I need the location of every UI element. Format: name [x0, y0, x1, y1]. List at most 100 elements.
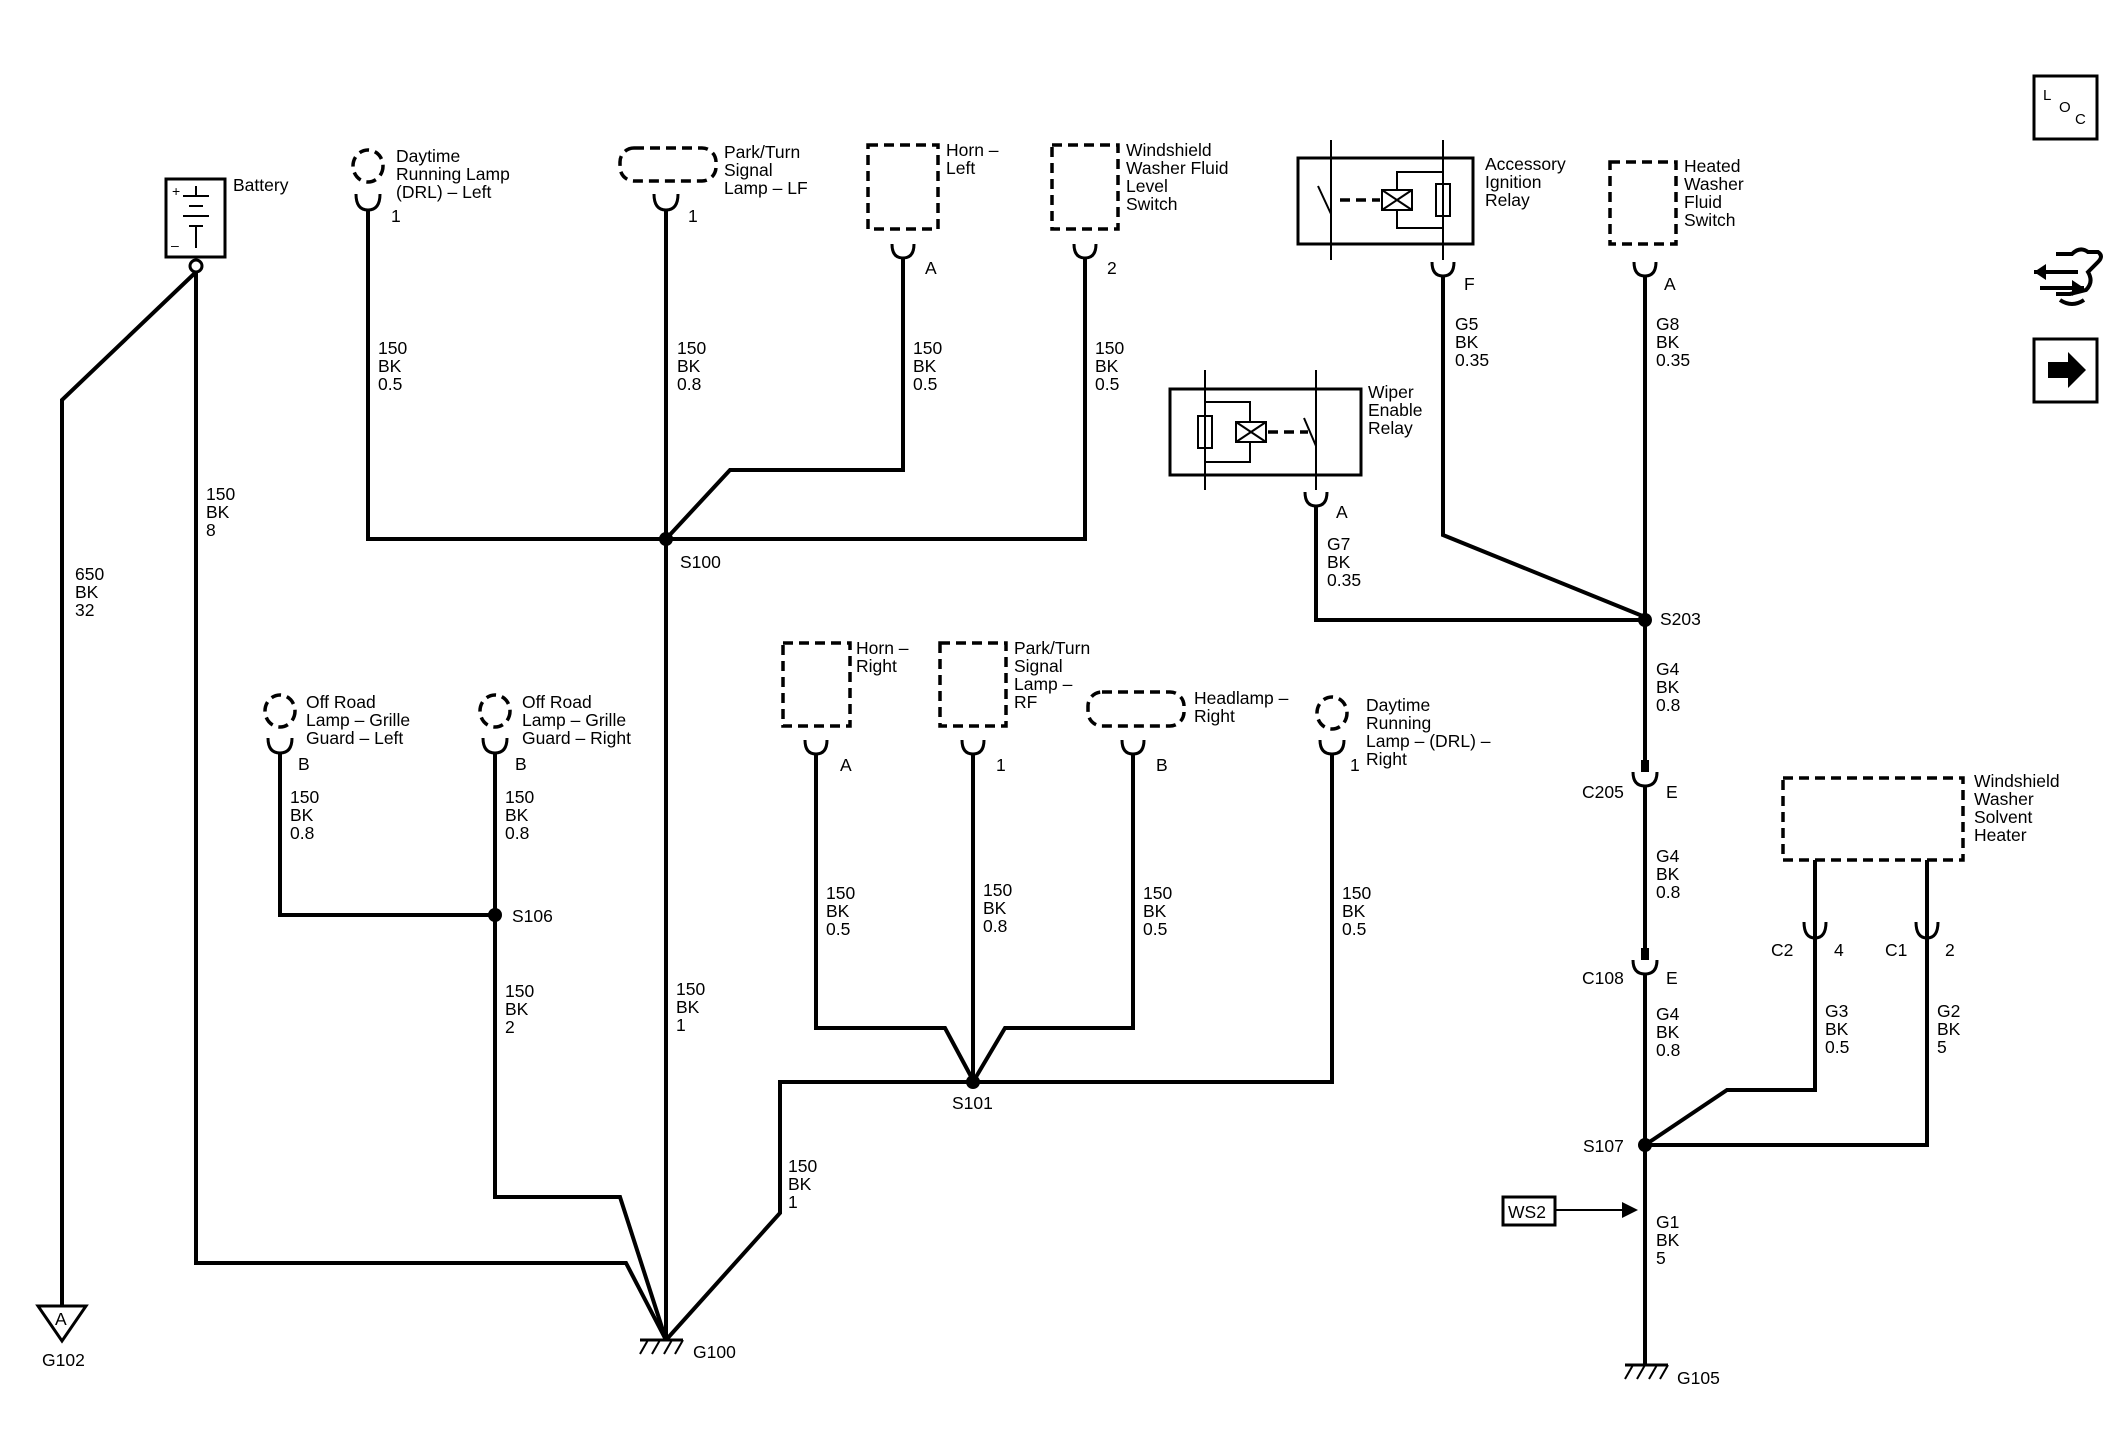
- splice-s100-label: S100: [680, 552, 721, 572]
- ground-g102-letter: A: [55, 1309, 67, 1329]
- ww-fluid-level-body: [1050, 143, 1120, 231]
- drl-right-pin: 1: [1350, 755, 1360, 775]
- ws2-reference[interactable]: WS2: [1501, 1195, 1638, 1227]
- offroad-left-terminal: [266, 737, 294, 755]
- splice-s107-label: S107: [1583, 1136, 1624, 1156]
- headlamp-right-body: [1086, 690, 1186, 728]
- horn-right-label: Horn –Right: [856, 638, 909, 676]
- connector-views-button[interactable]: [2034, 247, 2103, 306]
- headlamp-right-pin: B: [1156, 755, 1168, 775]
- next-page-button[interactable]: [2032, 337, 2099, 404]
- accessory-relay-body: [1296, 156, 1475, 246]
- heater-c2-pin: 4: [1834, 940, 1844, 960]
- drl-left-terminal: [354, 193, 382, 212]
- ground-g100: G100: [639, 1338, 736, 1362]
- offroad-right-terminal: [481, 737, 509, 755]
- wire-headlamp-right: [971, 754, 1135, 1084]
- horn-right-pin: A: [840, 755, 852, 775]
- headlamp-right-terminal: [1120, 739, 1146, 756]
- wire-horn-right: [814, 754, 976, 1083]
- drl-right-body: [1315, 695, 1349, 731]
- horn-left: A Horn –Left: [866, 140, 999, 278]
- wire-horn-left: [664, 258, 905, 541]
- offroad-right-pin: B: [515, 754, 527, 774]
- ww-fluid-level-terminal: [1072, 243, 1098, 260]
- connector-c205: C205 E: [1582, 760, 1678, 802]
- svg-text:C: C: [2075, 111, 2086, 128]
- connector-c205-pin: E: [1666, 782, 1678, 802]
- offroad-left-pin: B: [298, 754, 310, 774]
- wire-ww-fluid-level: [666, 258, 1087, 541]
- horn-left-body: [866, 143, 940, 231]
- connector-c108: C108 E: [1582, 948, 1678, 988]
- drl-left-body: [351, 148, 385, 184]
- heated-ww-switch-terminal: [1632, 261, 1658, 278]
- park-turn-lf-pin: 1: [688, 206, 698, 226]
- heated-ww-switch-body: [1608, 160, 1678, 246]
- accessory-relay-terminal: [1430, 261, 1456, 278]
- heated-ww-switch-pin: A: [1664, 274, 1676, 294]
- connector-c108-pin: E: [1666, 968, 1678, 988]
- horn-right-terminal: [803, 739, 829, 756]
- horn-right: A Horn –Right: [781, 638, 909, 775]
- loc-button[interactable]: L O C: [2032, 74, 2099, 141]
- wire-accessory-relay: [1441, 276, 1646, 619]
- connector-views-icon[interactable]: [2034, 247, 2103, 306]
- wire-heater-c2: [1643, 860, 1817, 1147]
- wire-s101-g100: [664, 1080, 973, 1342]
- ws2-label[interactable]: WS2: [1508, 1202, 1546, 1222]
- heater-c1-name: C1: [1885, 940, 1907, 960]
- splice-s101: [966, 1075, 980, 1089]
- battery-symbol: [164, 177, 227, 259]
- park-turn-rf-body: [938, 641, 1008, 728]
- battery-cells: [183, 186, 209, 248]
- splice-s101-label: S101: [952, 1093, 993, 1113]
- connector-c205-symbol: [1631, 771, 1659, 788]
- wiper-relay-pin: A: [1336, 502, 1348, 522]
- ws2-arrow-icon: [1622, 1202, 1638, 1218]
- battery-minus-label: –: [171, 237, 179, 253]
- loc-icon[interactable]: [2032, 74, 2099, 141]
- splice-s100: [659, 532, 673, 546]
- battery-label: Battery: [233, 175, 289, 195]
- connector-c205-label: C205: [1582, 782, 1624, 802]
- wire-offroad-left: [278, 753, 495, 917]
- ww-solvent-heater-body: [1781, 776, 1965, 862]
- wire-drl-left: [366, 210, 666, 541]
- ground-g100-label: G100: [693, 1342, 736, 1362]
